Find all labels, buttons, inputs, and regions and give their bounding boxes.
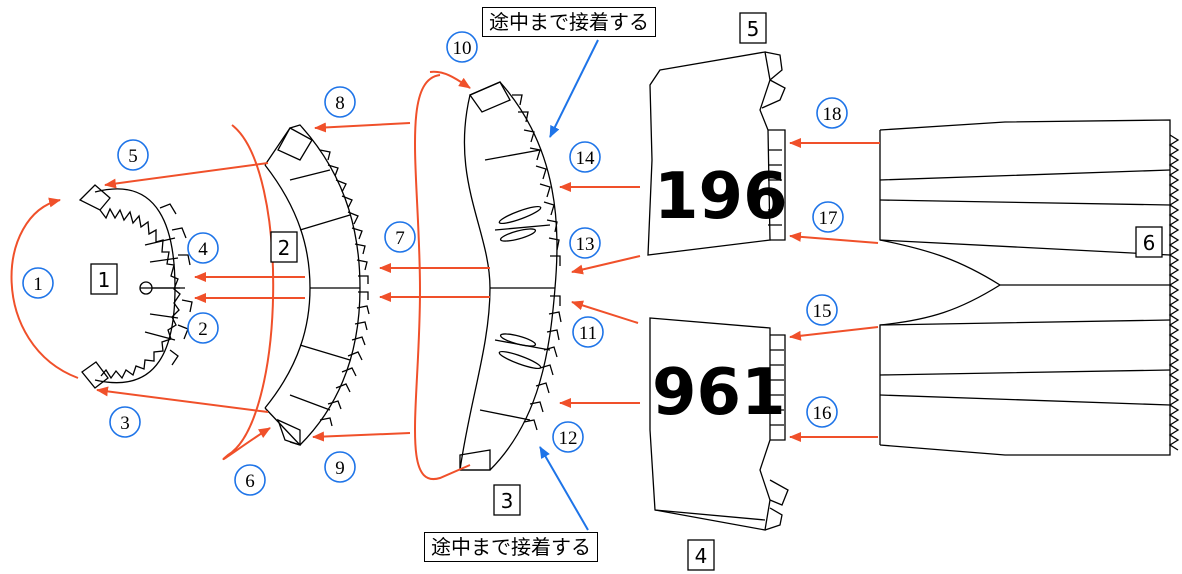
step-14-label: 14 <box>576 148 596 169</box>
step-8-label: 8 <box>335 93 345 114</box>
step-6-label: 6 <box>245 471 255 492</box>
part-1-shape <box>78 184 193 389</box>
note-arrows <box>539 39 599 531</box>
part-6-label: 6 <box>1143 231 1156 255</box>
step-1-label: 1 <box>33 274 43 295</box>
part-3-label: 3 <box>501 489 514 513</box>
part-number-labels: 1 2 3 4 5 6 <box>98 17 1156 568</box>
step-11-label: 11 <box>579 323 597 344</box>
attach-arrows <box>96 122 880 442</box>
step-18-label: 18 <box>823 104 842 125</box>
step-12-label: 12 <box>559 428 578 449</box>
step-5-label: 5 <box>128 146 138 167</box>
part-2-shape <box>264 124 370 446</box>
step-16-label: 16 <box>813 403 832 424</box>
part-3-shape <box>459 81 562 471</box>
step-3-label: 3 <box>120 413 130 434</box>
part-mark-upper: 196 <box>654 160 788 234</box>
part-1-label: 1 <box>98 268 111 292</box>
step-2-label: 2 <box>198 319 208 340</box>
note-top: 途中まで接着する <box>482 7 656 37</box>
step-4-label: 4 <box>198 239 208 260</box>
step-markers <box>22 31 848 496</box>
step-9-label: 9 <box>335 458 345 479</box>
step-10-label: 10 <box>453 38 472 59</box>
part-number-boxes <box>90 12 1163 571</box>
part-4-shape <box>649 317 789 531</box>
step-15-label: 15 <box>813 301 832 322</box>
part-6-shape <box>879 119 1180 456</box>
step-17-label: 17 <box>819 208 838 229</box>
part-4-label: 4 <box>695 544 708 568</box>
bend-arcs <box>10 70 471 481</box>
note-bottom: 途中まで接着する <box>424 532 598 562</box>
part-mark-lower: 961 <box>652 356 786 430</box>
part-5-shape <box>647 51 786 256</box>
part-2-label: 2 <box>278 236 291 260</box>
part-5-label: 5 <box>747 17 760 41</box>
step-7-label: 7 <box>395 228 405 249</box>
step-labels: 1 2 3 4 5 6 7 8 9 10 11 12 13 14 15 16 1… <box>33 38 841 492</box>
step-13-label: 13 <box>576 234 595 255</box>
